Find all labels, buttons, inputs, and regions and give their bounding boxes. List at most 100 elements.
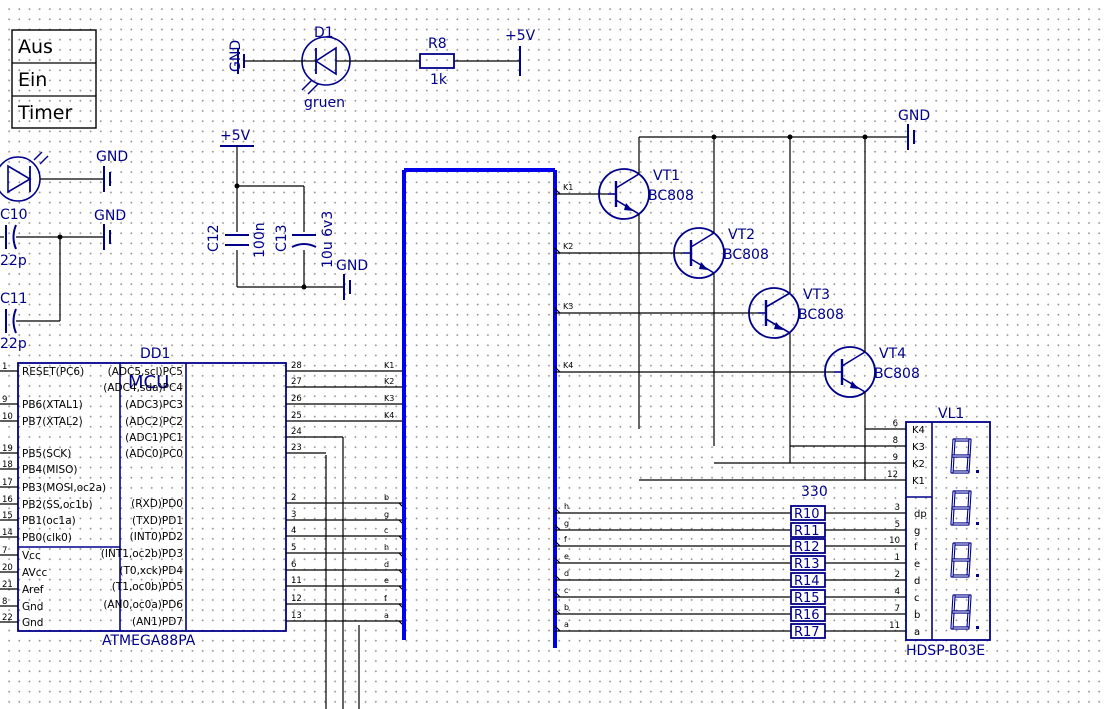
resistor-net-label: e xyxy=(564,552,569,561)
seven-segment-digits xyxy=(950,438,979,630)
r8-supply-label: +5V xyxy=(505,28,536,44)
mcu-left-pin-number: 16 xyxy=(2,495,13,505)
junction-dot xyxy=(711,134,717,140)
mcu-left-pin-label: Gnd xyxy=(22,601,43,613)
display-segment-label: f xyxy=(914,542,918,553)
seven-segment-digit-icon xyxy=(950,542,979,578)
seven-segment-digit-icon xyxy=(950,594,979,630)
transistor-ref-label: VT1 xyxy=(653,168,680,184)
caps-supply-label: +5V xyxy=(220,128,251,144)
r8-ref-label: R8 xyxy=(428,36,447,52)
left-led-icon[interactable] xyxy=(0,151,49,202)
display-common-pin[interactable]: K46 xyxy=(865,419,925,436)
display-common-label: K4 xyxy=(912,425,925,436)
mcu-chip[interactable] xyxy=(17,362,287,632)
display-segment-label: g xyxy=(914,526,920,537)
bus-net-label: e xyxy=(384,576,389,585)
mcu-left-pin-label: PB3(MOSI,oc2a) xyxy=(22,482,106,494)
mcu-right-pin-label: (ADC2)PC2 xyxy=(125,416,183,428)
r8-resistor-icon[interactable] xyxy=(419,53,455,69)
display-common-pin[interactable]: K29 xyxy=(714,453,925,470)
d1-diode-icon[interactable] xyxy=(300,36,351,95)
mcu-right-pin-number: 25 xyxy=(291,411,302,421)
legend-item-timer[interactable]: Timer xyxy=(17,102,72,124)
display-common-label: K1 xyxy=(912,476,925,487)
transistor-ref-label: VT4 xyxy=(879,346,906,362)
left-bus[interactable] xyxy=(402,168,555,640)
resistor-net-label: a xyxy=(564,620,569,629)
mcu-right-pin-number: 11 xyxy=(291,576,302,586)
c12-capacitor-icon[interactable] xyxy=(225,232,249,250)
c10-capacitor-icon[interactable] xyxy=(5,224,17,250)
mcu-right-pin-number: 28 xyxy=(291,361,302,371)
mcu-left-pin-number: 9 xyxy=(2,395,7,405)
display-common-pin-number: 8 xyxy=(893,436,898,446)
c13-capacitor-icon[interactable] xyxy=(291,232,317,250)
resistor-ref-label: R14 xyxy=(794,574,820,589)
transistor-gnd-label: GND xyxy=(898,108,930,124)
legend-item-ein[interactable]: Ein xyxy=(18,69,47,91)
c13-value-label: 10u 6v3 xyxy=(320,211,336,268)
display-segment-pin-number: 2 xyxy=(895,570,900,580)
mcu-right-pin-label: (T0,xck)PD4 xyxy=(119,565,183,577)
mcu-left-pin-label: PB6(XTAL1) xyxy=(22,399,83,411)
mcu-right-pin-number: 5 xyxy=(291,543,296,553)
display-chip[interactable] xyxy=(905,421,991,641)
transistor-net-label: K4 xyxy=(563,361,573,370)
c11-capacitor-icon[interactable] xyxy=(5,308,17,334)
junction-dot xyxy=(787,134,793,140)
display-part-label: HDSP-B03E xyxy=(906,643,985,659)
resistor-net-label: c xyxy=(564,586,568,595)
legend-item-aus[interactable]: Aus xyxy=(18,36,53,58)
d1-ref-label: D1 xyxy=(314,25,334,41)
mcu-left-pin[interactable]: 9 PB6(XTAL1) xyxy=(0,395,83,411)
mcu-left-pin-label: Aref xyxy=(22,584,44,596)
display-common-pin[interactable]: K38 xyxy=(790,436,925,453)
